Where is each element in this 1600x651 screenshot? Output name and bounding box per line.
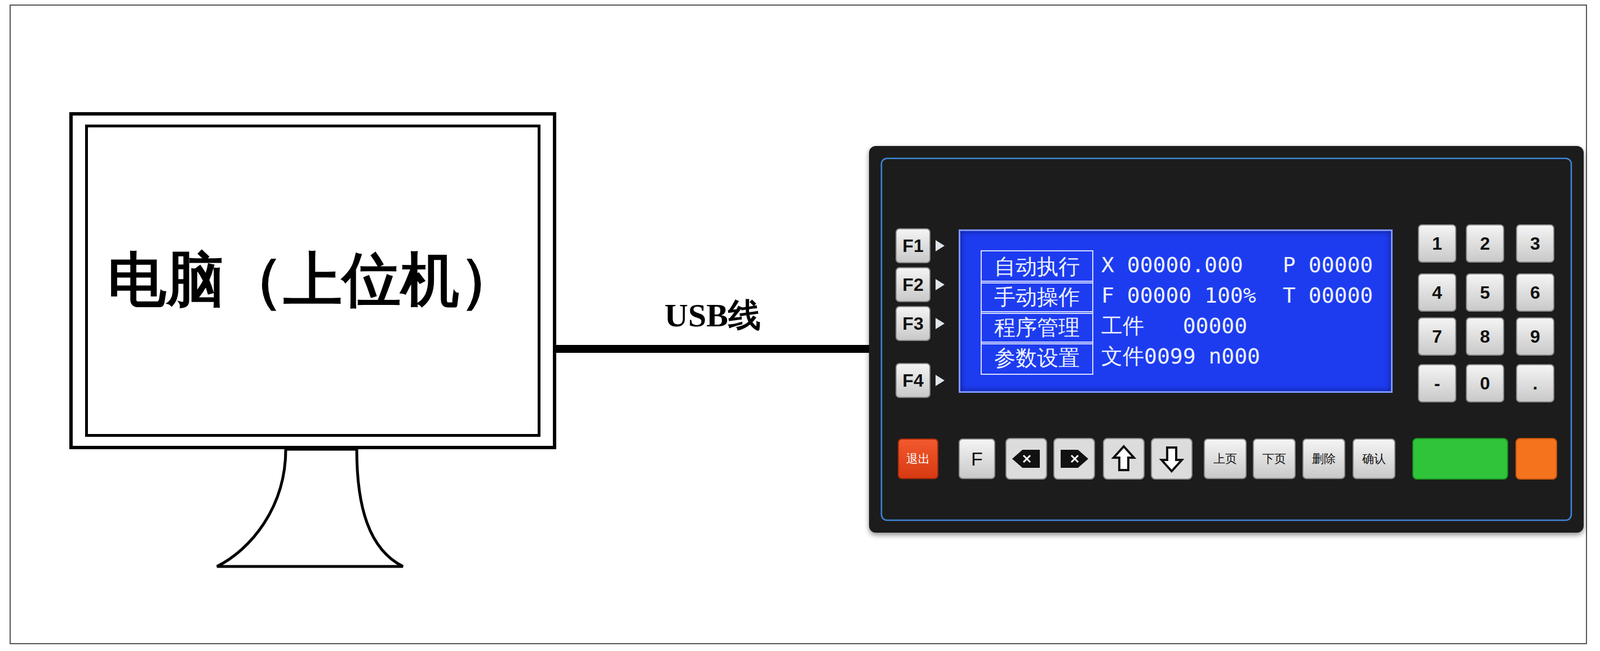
arrow-key	[1005, 438, 1047, 480]
number-key: .	[1516, 364, 1555, 403]
delete-key: 删除	[1302, 438, 1346, 480]
node-label: 上页	[1213, 450, 1238, 467]
node-label: 6	[1530, 282, 1541, 304]
arrow-icon	[1013, 450, 1039, 467]
node-label: 删除	[1312, 450, 1336, 467]
node-label: 3	[1530, 233, 1541, 255]
pause-key	[1516, 438, 1557, 480]
arrow-key	[1103, 438, 1145, 480]
arrow-key	[1053, 438, 1095, 480]
menu-item: 自动执行	[980, 250, 1094, 284]
node-label: -	[1434, 373, 1441, 394]
page-key: 下页	[1252, 438, 1296, 480]
monitor-stand	[216, 449, 403, 567]
number-key: 3	[1516, 224, 1555, 263]
node-label: F2	[902, 274, 924, 296]
node-label: 8	[1479, 326, 1491, 348]
exit-key: 退出	[897, 438, 939, 480]
pointer-triangle	[935, 317, 945, 330]
node-label: F	[971, 448, 983, 471]
lcd-readout: P 00000	[1282, 250, 1373, 280]
node-label: 下页	[1262, 450, 1287, 467]
lcd-readout: 文件0099 n000	[1101, 341, 1261, 371]
number-key: 0	[1465, 364, 1505, 403]
arrow-mark	[1023, 455, 1031, 463]
number-key: 2	[1465, 224, 1505, 263]
frame-border	[10, 5, 1587, 644]
number-key: 5	[1465, 273, 1505, 312]
menu-item: 程序管理	[980, 311, 1094, 345]
arrow-key	[1151, 438, 1192, 480]
pointer-triangle	[935, 240, 945, 252]
node-label: F3	[902, 313, 924, 335]
lcd-readout: F 00000 100%	[1101, 280, 1257, 310]
node-label: 参数设置	[994, 343, 1080, 373]
f-key: F	[958, 438, 996, 480]
function-key: F4	[895, 362, 931, 398]
confirm-key: 确认	[1352, 438, 1396, 480]
arrow-icon	[1061, 450, 1087, 467]
node-label: 0	[1479, 373, 1491, 394]
lcd-readout: T 00000	[1282, 280, 1373, 310]
number-key: 4	[1417, 273, 1457, 312]
number-key: 6	[1516, 273, 1555, 312]
arrow-icon	[1113, 446, 1134, 471]
function-key: F1	[895, 228, 931, 264]
start-key	[1412, 438, 1508, 480]
arrow-mark	[1071, 455, 1079, 463]
menu-item: 参数设置	[980, 341, 1094, 375]
node-label: 5	[1479, 282, 1491, 304]
number-key: -	[1417, 364, 1457, 403]
cable-label: USB线	[661, 293, 765, 338]
node-label: 自动执行	[994, 252, 1080, 282]
node-label: 4	[1432, 282, 1443, 304]
node-label: 确认	[1362, 450, 1386, 467]
pointer-triangle	[935, 278, 945, 291]
lcd-readout: 工件 00000	[1101, 311, 1248, 341]
function-key: F3	[895, 306, 931, 341]
number-key: 8	[1465, 317, 1505, 356]
node-label: 7	[1432, 326, 1443, 348]
node-label: 程序管理	[994, 313, 1080, 343]
function-key: F2	[895, 267, 931, 303]
panel-inner-line	[881, 158, 1572, 521]
number-key: 1	[1417, 224, 1457, 263]
node-label: 9	[1530, 326, 1541, 348]
usb-cable	[556, 344, 870, 353]
node-label: F1	[902, 235, 924, 257]
node-label: 2	[1479, 233, 1491, 255]
pointer-triangle	[935, 374, 945, 387]
number-key: 7	[1417, 317, 1457, 356]
number-key: 9	[1516, 317, 1555, 356]
menu-item: 手动操作	[980, 280, 1094, 314]
lcd-readout: X 00000.000	[1101, 250, 1244, 280]
node-label: 1	[1432, 233, 1443, 255]
controller-panel: F1F2F3F4X 00000.000P 00000F 00000 100%T …	[869, 145, 1584, 533]
node-label: .	[1532, 373, 1539, 394]
node-label: 手动操作	[994, 282, 1080, 312]
lcd-screen: X 00000.000 P 00000 F 00000 100% T 00000 工件 …	[958, 229, 1393, 393]
arrow-icon	[1161, 447, 1182, 472]
node-label: 退出	[906, 450, 930, 467]
page-key: 上页	[1203, 438, 1247, 480]
monitor-box: 电脑（上位机）	[69, 112, 557, 450]
node-label: 电脑（上位机）	[107, 241, 518, 321]
node-label: F4	[902, 370, 924, 392]
